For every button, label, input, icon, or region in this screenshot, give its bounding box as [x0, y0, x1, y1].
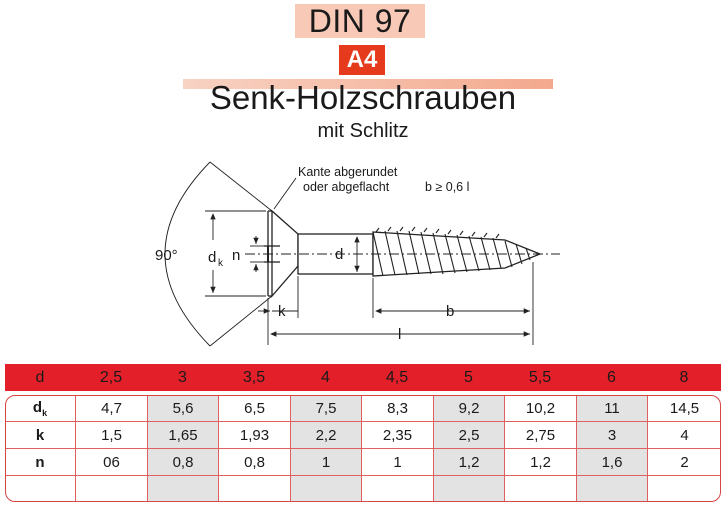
table-cell: [218, 476, 290, 502]
k-label: k: [278, 303, 286, 320]
table-cell: 9,2: [433, 395, 504, 423]
row-label: [5, 476, 75, 502]
table-cell: [290, 476, 361, 502]
table-header-cell: 4: [290, 364, 361, 391]
table-cell: 8,3: [361, 395, 433, 423]
table-cell: 10,2: [504, 395, 576, 423]
table-row: n 06 0,8 0,8 1 1 1,2 1,2 1,6 2: [5, 449, 721, 477]
table-cell: [504, 476, 576, 502]
table-cell: 1,65: [147, 422, 218, 450]
table-cell: 0,8: [218, 449, 290, 477]
product-title: Senk-Holzschrauben: [209, 79, 517, 116]
product-subtitle: mit Schlitz: [317, 120, 409, 142]
angle-label: 90°: [155, 247, 178, 264]
table-header-cell: 4,5: [361, 364, 433, 391]
table-cell: 7,5: [290, 395, 361, 423]
table-header-cell: 5,5: [504, 364, 576, 391]
table-cell: 06: [75, 449, 147, 477]
table-cell: [433, 476, 504, 502]
row-label: k: [5, 422, 75, 450]
table-cell: 1,2: [504, 449, 576, 477]
d-label: d: [335, 246, 343, 263]
dk-label: d: [208, 249, 216, 266]
n-label: n: [232, 247, 240, 264]
table-cell: [147, 476, 218, 502]
table-cell: 1: [290, 449, 361, 477]
row-label: dk: [5, 395, 75, 423]
title-highlight: [295, 4, 425, 38]
table-header-cell: 2,5: [75, 364, 147, 391]
edge-note-line2: oder abgeflacht: [303, 180, 390, 194]
technical-drawing: Kante abgerundet oder abgeflacht b ≥ 0,6…: [155, 161, 560, 347]
table-header-cell: d: [5, 364, 75, 391]
table-cell: 3: [576, 422, 647, 450]
title-band: [183, 79, 553, 89]
table-cell: 1,2: [433, 449, 504, 477]
table-cell: 6,5: [218, 395, 290, 423]
table-header-cell: 3: [147, 364, 218, 391]
standard-title: DIN 97: [308, 3, 412, 39]
table-cell: 2,2: [290, 422, 361, 450]
table-cell: 1,5: [75, 422, 147, 450]
table-cell: 1: [361, 449, 433, 477]
table-cell: [361, 476, 433, 502]
table-header-cell: 3,5: [218, 364, 290, 391]
table-header-cell: 6: [576, 364, 647, 391]
table-cell: 4,7: [75, 395, 147, 423]
table-cell: 2,5: [433, 422, 504, 450]
table-cell: 2: [647, 449, 721, 477]
table-cell: 1,93: [218, 422, 290, 450]
material-badge: A4: [339, 45, 385, 75]
table-cell: 14,5: [647, 395, 721, 423]
table-cell: [75, 476, 147, 502]
table-header-cell: 5: [433, 364, 504, 391]
table-cell: [576, 476, 647, 502]
l-label: l: [398, 326, 401, 343]
dk-sub-label: k: [218, 258, 224, 269]
table-cell: 0,8: [147, 449, 218, 477]
b-formula: b ≥ 0,6 l: [425, 180, 469, 194]
table-cell: 11: [576, 395, 647, 423]
table-header-row: d 2,5 3 3,5 4 4,5 5 5,5 6 8: [5, 364, 721, 391]
table-header-cell: 8: [647, 364, 721, 391]
table-cell: 2,35: [361, 422, 433, 450]
table-row: k 1,5 1,65 1,93 2,2 2,35 2,5 2,75 3 4: [5, 422, 721, 450]
table-cell: 5,6: [147, 395, 218, 423]
table-row: dk 4,7 5,6 6,5 7,5 8,3 9,2 10,2 11 14,5: [5, 395, 721, 423]
table-row: [5, 476, 721, 502]
dimension-table: d 2,5 3 3,5 4 4,5 5 5,5 6 8 dk 4,7 5,6 6…: [5, 364, 721, 502]
b-label: b: [446, 303, 454, 320]
edge-note-line1: Kante abgerundet: [298, 165, 398, 179]
table-cell: [647, 476, 721, 502]
row-label: n: [5, 449, 75, 477]
table-cell: 1,6: [576, 449, 647, 477]
table-cell: 4: [647, 422, 721, 450]
table-cell: 2,75: [504, 422, 576, 450]
